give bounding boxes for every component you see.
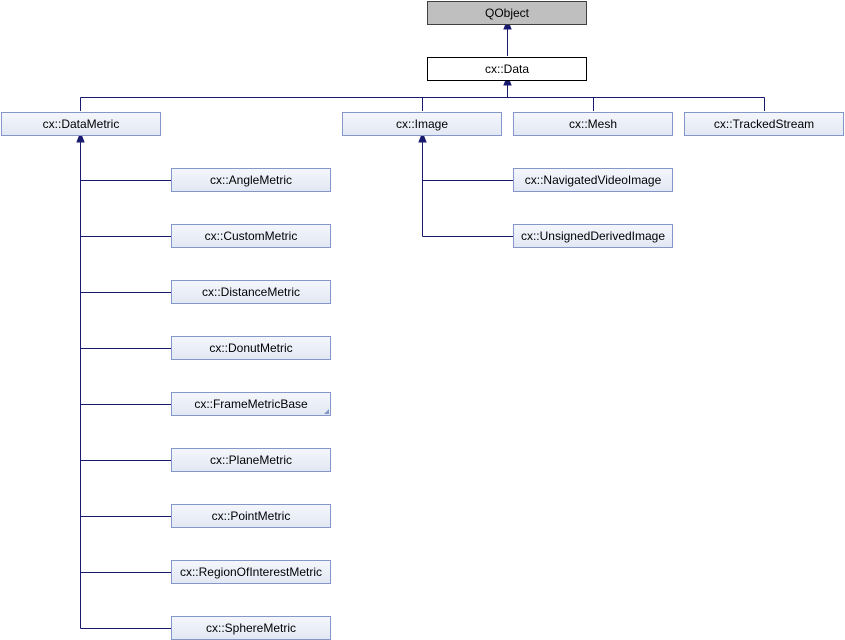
node-label: cx::DonutMetric xyxy=(209,341,293,355)
node-label: cx::UnsignedDerivedImage xyxy=(520,229,666,243)
node-cx-distancemetric[interactable]: cx::DistanceMetric xyxy=(171,280,331,304)
node-label: cx::Data xyxy=(484,62,529,76)
node-label: cx::FrameMetricBase xyxy=(194,397,308,411)
node-label: cx::Image xyxy=(395,117,449,131)
node-qobject: QObject xyxy=(427,1,587,25)
node-label: cx::Mesh xyxy=(568,117,617,131)
node-cx-trackedstream[interactable]: cx::TrackedStream xyxy=(684,112,844,136)
node-label: cx::NavigatedVideoImage xyxy=(524,173,662,187)
has-subclasses-marker xyxy=(324,409,329,414)
node-cx-framemetricbase[interactable]: cx::FrameMetricBase xyxy=(171,392,331,416)
node-cx-donutmetric[interactable]: cx::DonutMetric xyxy=(171,336,331,360)
node-cx-navigatedvideoimage[interactable]: cx::NavigatedVideoImage xyxy=(513,168,673,192)
node-cx-unsignedderivedimage[interactable]: cx::UnsignedDerivedImage xyxy=(513,224,673,248)
node-label: QObject xyxy=(484,6,529,20)
node-label: cx::SphereMetric xyxy=(205,621,297,635)
node-cx-anglemetric[interactable]: cx::AngleMetric xyxy=(171,168,331,192)
node-cx-pointmetric[interactable]: cx::PointMetric xyxy=(171,504,331,528)
arrowhead-image xyxy=(418,131,427,143)
node-cx-planemetric[interactable]: cx::PlaneMetric xyxy=(171,448,331,472)
node-cx-mesh[interactable]: cx::Mesh xyxy=(513,112,673,136)
node-cx-image[interactable]: cx::Image xyxy=(342,112,502,136)
node-label: cx::DistanceMetric xyxy=(201,285,301,299)
node-label: cx::DataMetric xyxy=(42,117,120,131)
arrowhead-datametric xyxy=(76,131,85,143)
node-cx-data: cx::Data xyxy=(427,57,587,81)
node-cx-custommetric[interactable]: cx::CustomMetric xyxy=(171,224,331,248)
node-label: cx::PointMetric xyxy=(211,509,291,523)
node-cx-regionofinterestmetric[interactable]: cx::RegionOfInterestMetric xyxy=(171,560,331,584)
node-label: cx::RegionOfInterestMetric xyxy=(179,565,323,579)
node-label: cx::CustomMetric xyxy=(204,229,298,243)
node-cx-datametric[interactable]: cx::DataMetric xyxy=(1,112,161,136)
node-label: cx::TrackedStream xyxy=(713,117,815,131)
node-cx-spheremetric[interactable]: cx::SphereMetric xyxy=(171,616,331,640)
node-label: cx::AngleMetric xyxy=(209,173,293,187)
node-label: cx::PlaneMetric xyxy=(209,453,293,467)
